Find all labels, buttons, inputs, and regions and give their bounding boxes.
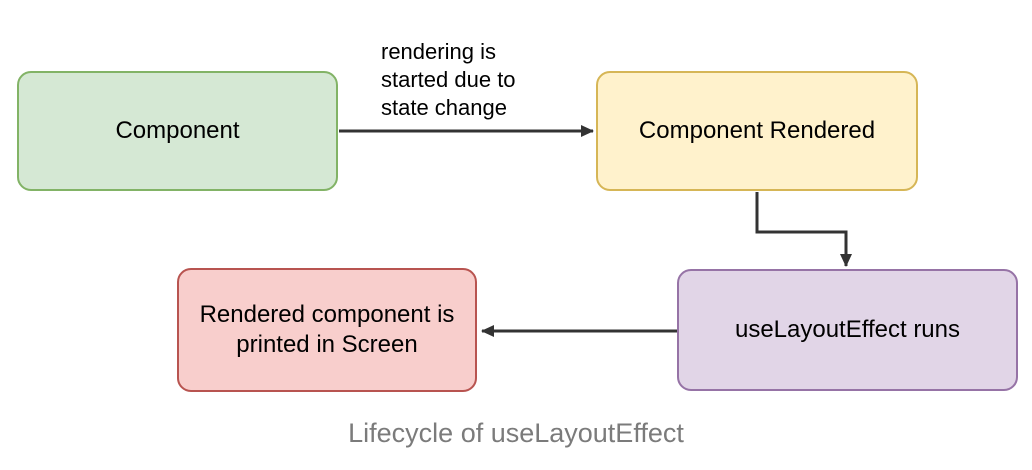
edge-label-line-3: state change <box>381 95 507 120</box>
node-rendered-printed: Rendered component is printed in Screen <box>177 268 477 392</box>
diagram-caption: Lifecycle of useLayoutEffect <box>348 418 684 448</box>
node-component-label: Component <box>115 117 240 144</box>
edge-rendered-to-uselayouteffect <box>755 192 852 267</box>
edge-label-line-1: rendering is <box>381 39 496 64</box>
node-uselayouteffect-runs: useLayoutEffect runs <box>677 269 1018 391</box>
node-component-rendered-label: Component Rendered <box>638 117 876 144</box>
edge-label-rendering-started: rendering is started due to state change <box>381 38 571 122</box>
node-component-rendered: Component Rendered <box>596 71 918 191</box>
node-rendered-printed-label: Rendered component is printed in Screen <box>199 301 455 358</box>
edge-label-line-2: started due to <box>381 67 516 92</box>
node-component: Component <box>17 71 338 191</box>
node-uselayouteffect-runs-label: useLayoutEffect runs <box>734 316 961 343</box>
